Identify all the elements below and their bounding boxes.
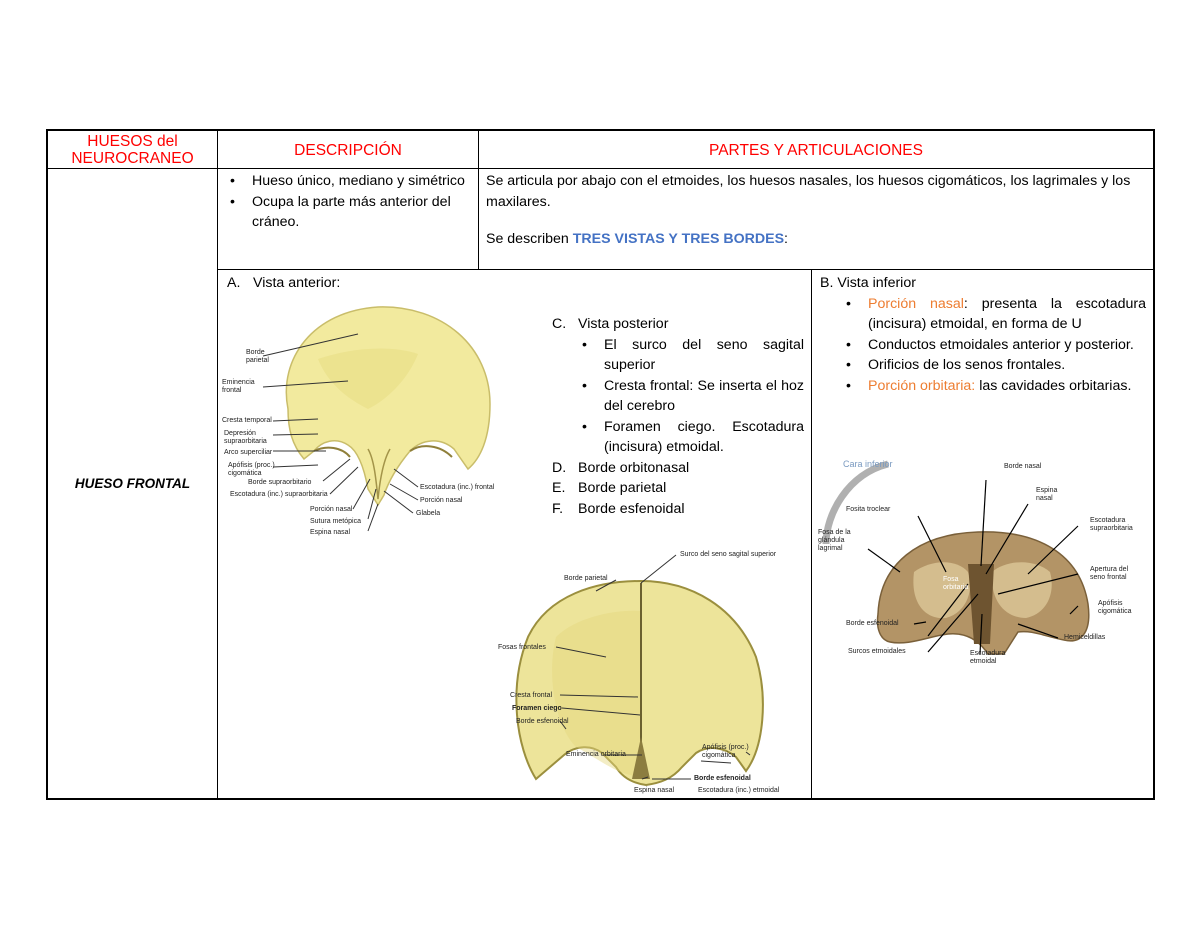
description-cell: Hueso único, mediano y simétrico Ocupa l… — [224, 171, 474, 233]
label-eminencia: Eminencia orbitaria — [566, 751, 626, 758]
vista-inferior-item: Conductos etmoidales anterior y posterio… — [840, 335, 1146, 356]
label-fosas: Fosas frontales — [498, 644, 546, 651]
label-hemiceldillas: Hemiceldillas — [1064, 634, 1106, 641]
col-divider-2 — [478, 129, 479, 270]
item-text: Conductos etmoidales anterior y posterio… — [868, 336, 1134, 353]
label-espina-post: Espina nasal — [634, 787, 675, 794]
vista-inferior-item: Porción orbitaria: las cavidades orbitar… — [840, 376, 1146, 397]
views-prefix: Se describen — [486, 231, 573, 247]
border-item: Borde parietal — [578, 480, 667, 496]
label-apofisis-post: Apófisis (proc.) cigomática — [702, 744, 749, 759]
item-highlight: Porción orbitaria: — [868, 377, 976, 394]
label-foramen: Foramen ciego — [512, 705, 562, 712]
vista-anterior-figure: Borde parietal Eminencia frontal Cresta … — [218, 299, 518, 559]
label-borde-esfenoidal-r: Borde esfenoidal — [694, 775, 751, 782]
views-highlight: TRES VISTAS Y TRES BORDES — [572, 231, 785, 247]
label-fosita-troclear: Fosita troclear — [846, 506, 891, 513]
label-borde-parietal: Borde parietal — [246, 349, 269, 364]
label-porcion-nasal-r: Porción nasal — [420, 497, 463, 504]
table-border-left — [46, 129, 48, 800]
vista-anterior-heading: A. Vista anterior: — [223, 273, 483, 294]
frontal-bone-anterior-illustration — [262, 306, 491, 532]
col-divider-1 — [217, 129, 218, 800]
label-surcos: Surcos etmoidales — [848, 648, 906, 655]
label-eminencia-frontal: Eminencia frontal — [222, 379, 255, 394]
label-espina-inf: Espina nasal — [1036, 487, 1058, 502]
label-fosa-orbitaria: Fosa orbitaria — [943, 576, 969, 591]
header-huesos: HUESOS del NEUROCRANEO — [71, 133, 194, 167]
label-apertura: Apertura del seno frontal — [1090, 566, 1129, 581]
item-text: Orificios de los senos frontales. — [868, 357, 1066, 373]
item-text: : presenta la escotadura (incisura) etmo… — [868, 295, 1146, 333]
vista-inferior-item: Orificios de los senos frontales. — [840, 355, 1146, 376]
col-divider-3 — [811, 269, 812, 800]
vista-posterior-text: C. Vista posterior El surco del seno sagi… — [548, 314, 804, 519]
vista-posterior-item: Foramen ciego. Escotadura (incisura) etm… — [576, 417, 804, 458]
header-partes: PARTES Y ARTICULACIONES — [709, 142, 923, 159]
header-divider — [46, 168, 1155, 169]
table-border-bottom — [46, 798, 1155, 800]
label-escotadura-post: Escotadura (inc.) etmoidal — [698, 787, 780, 794]
views-suffix: : — [784, 231, 788, 247]
label-depresion: Depresión supraorbitaria — [224, 430, 267, 445]
vista-inferior-figure: Cara inferior Borde nasal Espina nasal F… — [818, 454, 1153, 704]
vista-inferior-item: Porción nasal: presenta la escotadura (i… — [840, 294, 1146, 335]
label-cresta-temporal: Cresta temporal — [222, 417, 272, 424]
label-borde-parietal-post: Borde parietal — [564, 575, 608, 582]
label-borde-esfenoidal-l: Borde esfenoidal — [516, 718, 569, 725]
label-surco: Surco del seno sagital superior — [680, 551, 777, 558]
vista-posterior-item: El surco del seno sagital superior — [576, 335, 804, 376]
articulation-cell: Se articula por abajo con el etmoides, l… — [486, 171, 1146, 250]
border-item: Borde orbitonasal — [578, 459, 690, 476]
label-apofisis-inf: Apófisis cigomática — [1098, 600, 1132, 615]
table-border-right — [1153, 129, 1155, 800]
bones-table: HUESOS del NEUROCRANEO DESCRIPCIÓN PARTE… — [46, 129, 1155, 800]
description-item: Hueso único, mediano y simétrico — [224, 171, 474, 192]
articulation-text: Se articula por abajo con el etmoides, l… — [486, 173, 1131, 210]
frontal-bone-inferior-illustration — [822, 460, 1090, 655]
label-escotadura-frontal: Escotadura (inc.) frontal — [420, 484, 495, 491]
label-apofisis: Apófisis (proc.) cigomática — [228, 462, 275, 477]
vista-anterior-marker: A. — [227, 275, 241, 291]
frontal-bone-posterior-illustration — [515, 554, 764, 787]
label-escotadura-etmoidal: Escotadura etmoidal — [970, 650, 1006, 665]
label-espina-nasal: Espina nasal — [310, 529, 351, 536]
label-porcion-nasal: Porción nasal — [310, 506, 353, 513]
item-highlight: Porción nasal — [868, 295, 964, 312]
border-marker: F. — [552, 500, 564, 517]
label-cara-inferior: Cara inferior — [843, 459, 893, 469]
views-line: Se describen TRES VISTAS Y TRES BORDES: — [486, 229, 1146, 250]
label-borde-nasal: Borde nasal — [1004, 463, 1042, 470]
label-escotadura-supra: Escotadura (inc.) supraorbitaria — [230, 491, 328, 498]
vista-posterior-item: Cresta frontal: Se inserta el hoz del ce… — [576, 376, 804, 417]
border-item: Borde esfenoidal — [578, 500, 685, 517]
header-descripcion: DESCRIPCIÓN — [294, 142, 402, 159]
table-border-top — [46, 129, 1155, 131]
item-text: las cavidades orbitarias. — [975, 377, 1132, 394]
row-divider — [217, 269, 1155, 270]
border-marker: E. — [552, 480, 566, 496]
label-sutura-metopica: Sutura metópica — [310, 518, 361, 525]
description-item: Ocupa la parte más anterior del cráneo. — [224, 192, 474, 233]
label-borde-supraorbitario: Borde supraorbitario — [248, 479, 312, 486]
border-marker: D. — [552, 459, 567, 476]
label-cresta: Cresta frontal — [510, 692, 553, 699]
vista-posterior-marker: C. — [552, 316, 567, 332]
bone-name: HUESO FRONTAL — [74, 476, 191, 491]
label-fosa-glandula: Fosa de la glándula lagrimal — [818, 529, 851, 552]
vista-posterior-figure: Surco del seno sagital superior Borde pa… — [446, 547, 786, 797]
vista-inferior-text: B. Vista inferior Porción nasal: present… — [816, 273, 1146, 396]
vista-anterior-title: Vista anterior: — [253, 275, 341, 291]
vista-inferior-title: Vista inferior — [837, 275, 916, 291]
vista-posterior-title: Vista posterior — [578, 316, 669, 332]
vista-inferior-heading: B. Vista inferior — [816, 273, 1146, 294]
label-arco-superciliar: Arco superciliar — [224, 449, 273, 456]
label-glabela: Glabela — [416, 510, 441, 517]
vista-inferior-marker: B. — [820, 275, 834, 291]
label-borde-esfenoidal-inf: Borde esfenoidal — [846, 620, 899, 627]
label-escotadura-supra-inf: Escotadura supraorbitaria — [1090, 517, 1133, 532]
